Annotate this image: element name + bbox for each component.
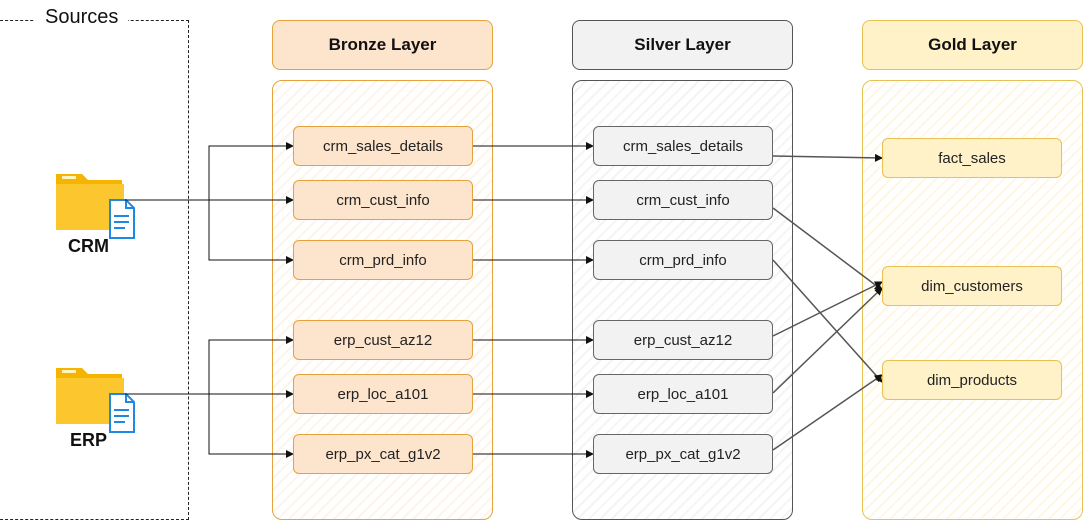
arrow-sales-to-fact (772, 153, 883, 162)
arrow-px-cat-to-dim-products (772, 374, 883, 451)
arrow-cust-az12-to-dim-customers (772, 281, 883, 337)
arrow-prd-info-to-dim-products (772, 259, 883, 383)
bronze-table-crm-cust-info: crm_cust_info (293, 180, 473, 220)
sources-title: Sources (35, 6, 129, 29)
arrow-crm-prd-info (208, 200, 294, 264)
silver-table-erp-px-cat-g1v2: erp_px_cat_g1v2 (593, 434, 773, 474)
gold-layer-header: Gold Layer (862, 20, 1083, 70)
bronze-layer-header: Bronze Layer (272, 20, 493, 70)
arrow-erp-cust-az12 (208, 336, 294, 394)
arrow-crm-sales-details (208, 142, 294, 200)
silver-table-crm-prd-info: crm_prd_info (593, 240, 773, 280)
silver-table-crm-cust-info: crm_cust_info (593, 180, 773, 220)
bronze-table-erp-cust-az12: erp_cust_az12 (293, 320, 473, 360)
gold-table-dim-products: dim_products (882, 360, 1062, 400)
arrow-cust-info-to-dim-customers (772, 207, 883, 291)
arrow-loc-a101-to-dim-customers (772, 287, 883, 394)
arrow-erp-px-cat-g1v2 (208, 394, 294, 458)
silver-table-erp-cust-az12: erp_cust_az12 (593, 320, 773, 360)
crm-label: CRM (68, 236, 109, 256)
silver-layer-header: Silver Layer (572, 20, 793, 70)
gold-table-fact-sales: fact_sales (882, 138, 1062, 178)
bronze-table-erp-loc-a101: erp_loc_a101 (293, 374, 473, 414)
gold-table-dim-customers: dim_customers (882, 266, 1062, 306)
silver-table-erp-loc-a101: erp_loc_a101 (593, 374, 773, 414)
silver-table-crm-sales-details: crm_sales_details (593, 126, 773, 166)
bronze-table-crm-prd-info: crm_prd_info (293, 240, 473, 280)
erp-folder-icon (56, 368, 135, 433)
bronze-table-erp-px-cat-g1v2: erp_px_cat_g1v2 (293, 434, 473, 474)
bronze-table-crm-sales-details: crm_sales_details (293, 126, 473, 166)
erp-label: ERP (70, 430, 108, 450)
crm-folder-icon (56, 174, 135, 239)
